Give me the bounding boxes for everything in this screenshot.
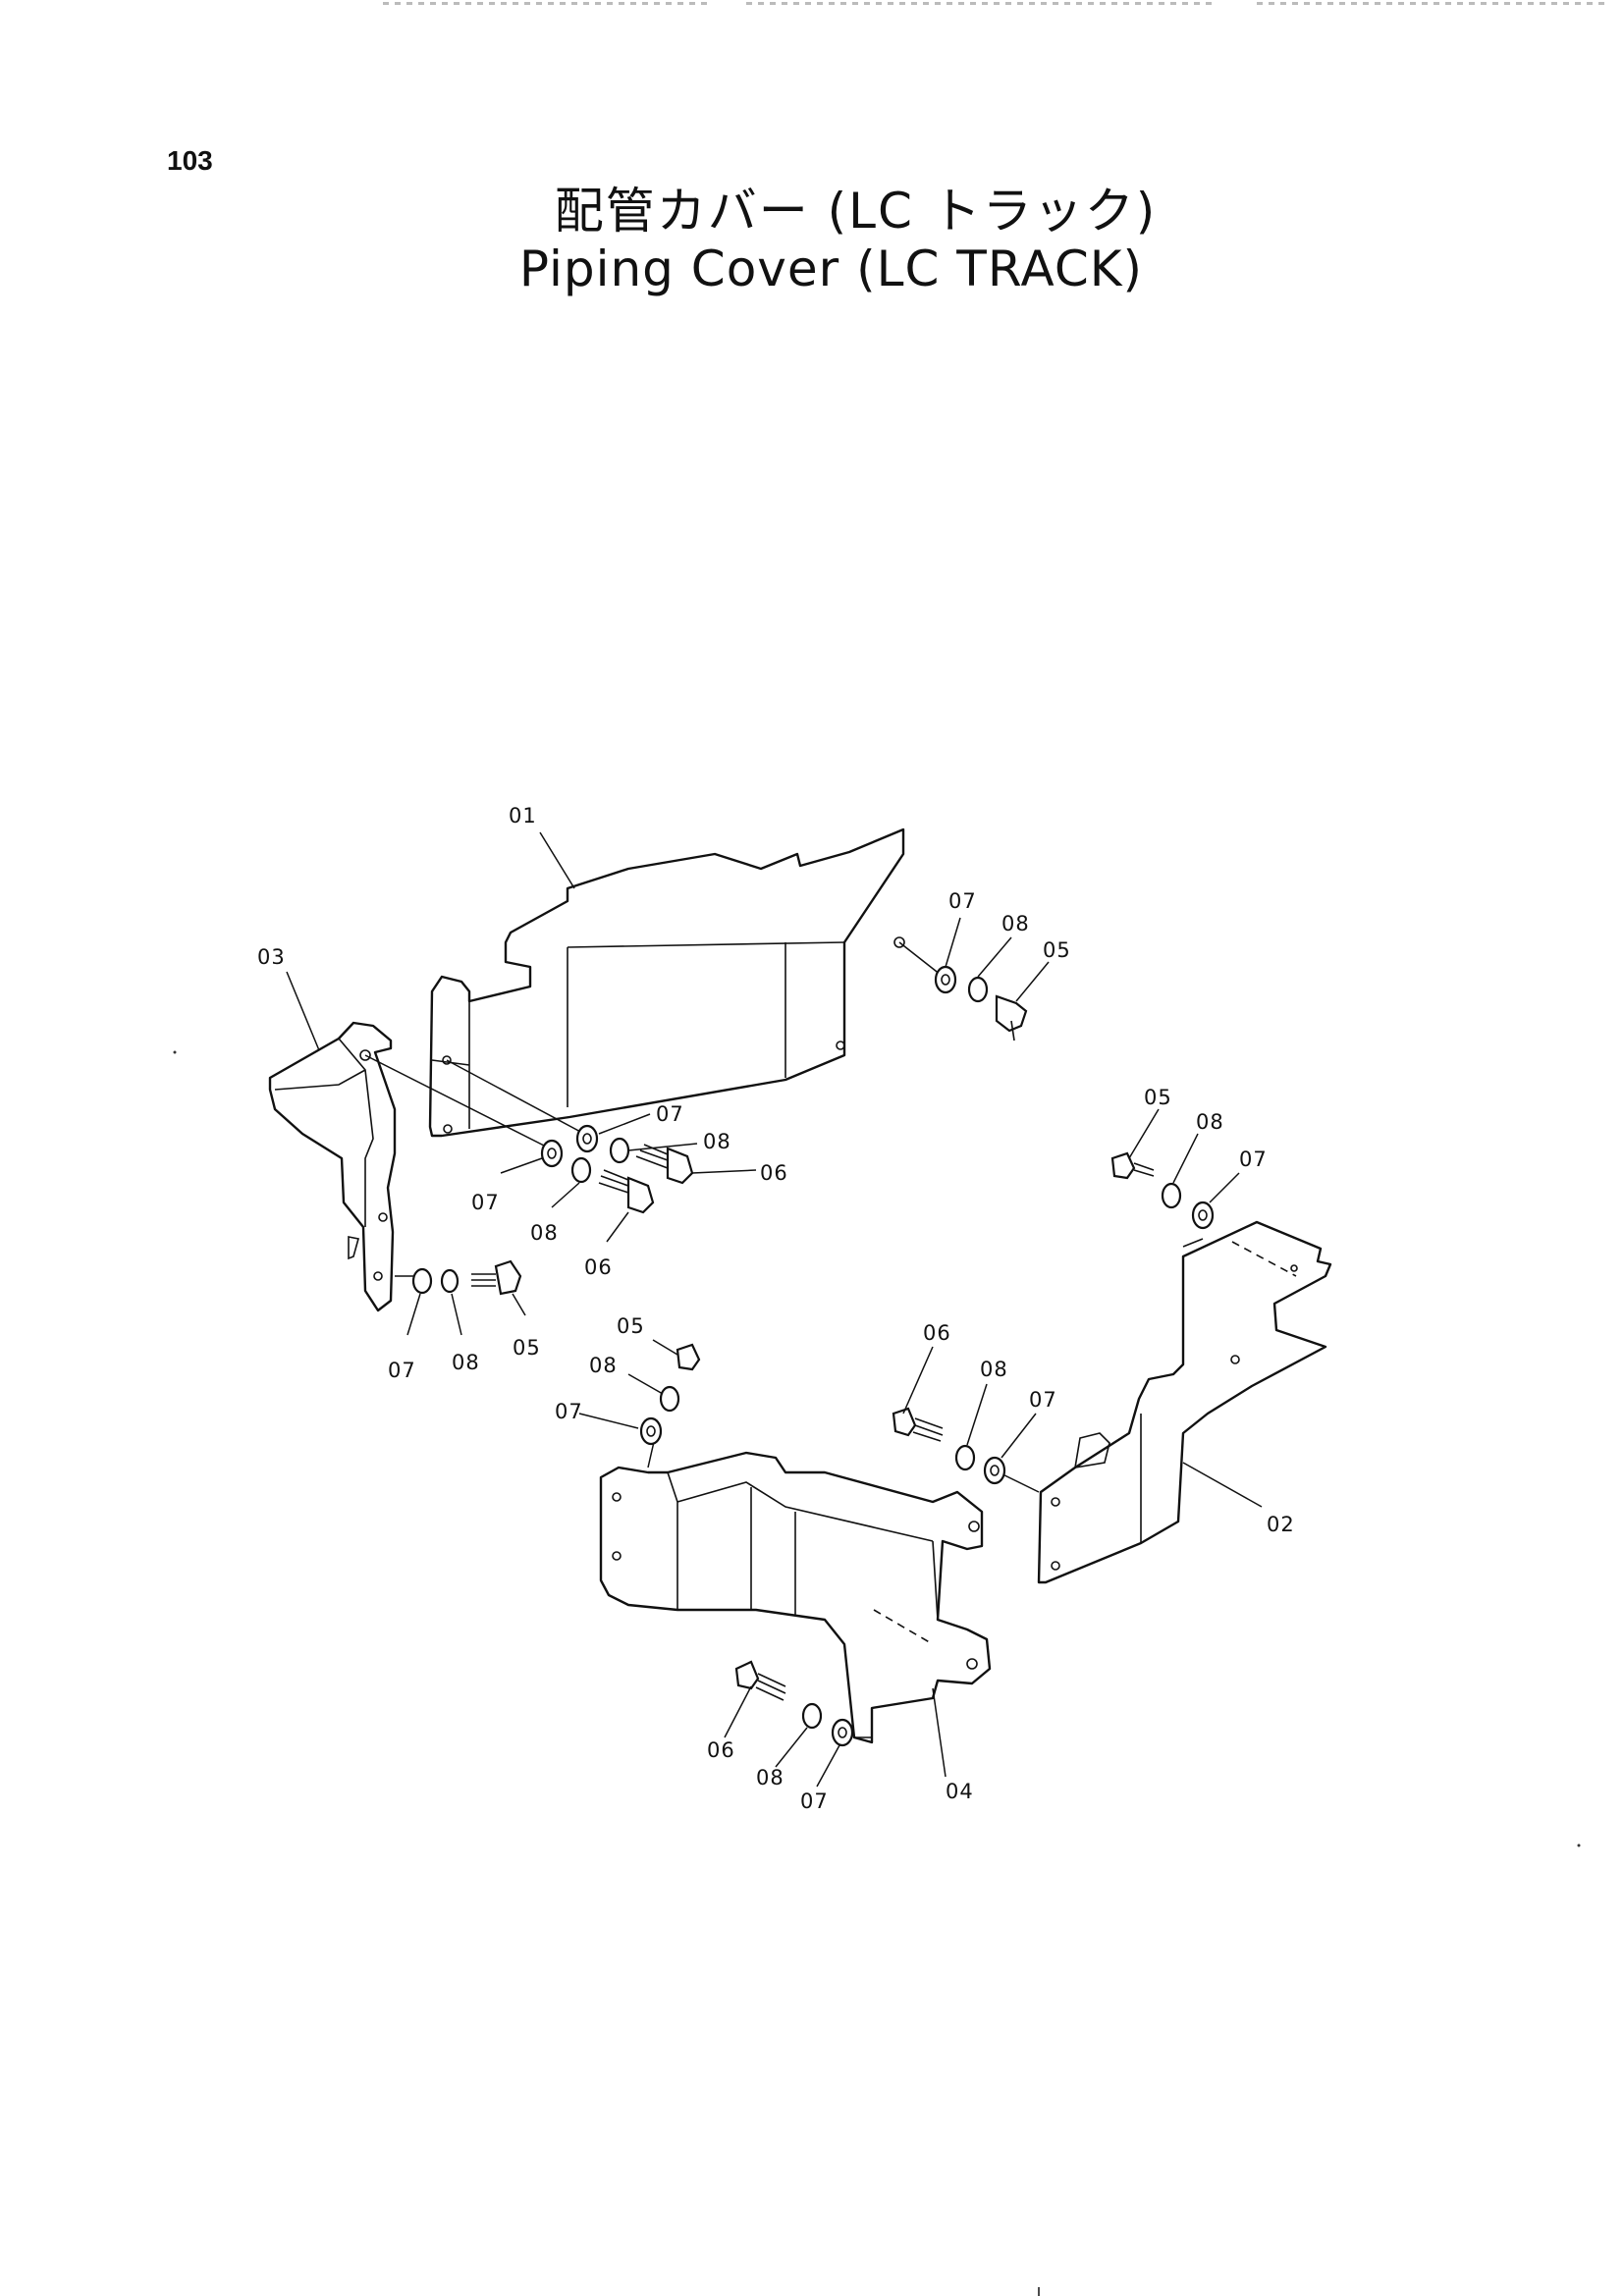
leader-lines — [286, 831, 1263, 1788]
hardware-group-e — [1110, 1151, 1215, 1230]
callout-07: 07 — [388, 1359, 416, 1382]
callout-06: 06 — [760, 1161, 788, 1185]
callout-04: 04 — [946, 1780, 974, 1803]
hardware-group-c — [540, 1139, 655, 1214]
callout-08: 08 — [1196, 1110, 1224, 1134]
callout-03: 03 — [257, 945, 286, 969]
callout-06: 06 — [584, 1255, 613, 1279]
callout-08: 08 — [530, 1221, 559, 1245]
scan-artifact — [746, 2, 1217, 5]
callout-08: 08 — [452, 1351, 480, 1374]
callout-07: 07 — [656, 1102, 684, 1126]
callout-07: 07 — [1029, 1388, 1057, 1412]
part-03-bracket-left — [268, 1021, 397, 1312]
title-japanese: 配管カバー (LC トラック) — [554, 183, 1158, 240]
callout-01: 01 — [509, 804, 537, 828]
hardware-group-g — [892, 1407, 1006, 1485]
part-04-bracket-lower — [599, 1451, 992, 1744]
callout-02: 02 — [1267, 1513, 1295, 1536]
callout-08: 08 — [1001, 912, 1030, 935]
hardware-group-a — [934, 965, 1028, 1041]
title-english: Piping Cover (LC TRACK) — [518, 240, 1144, 297]
hardware-group-f — [639, 1343, 701, 1446]
callout-08: 08 — [589, 1354, 618, 1377]
scan-artifact — [383, 2, 707, 5]
assembly-lines — [364, 941, 1204, 1738]
callout-labels: 01 03 07 08 05 07 08 06 07 08 06 07 08 0… — [257, 804, 1295, 1813]
callout-07: 07 — [555, 1400, 583, 1423]
callout-05: 05 — [1043, 938, 1071, 962]
hardware-group-b — [575, 1124, 694, 1185]
scan-artifact — [1257, 2, 1610, 5]
part-02-cover-right — [1037, 1220, 1332, 1584]
callout-06: 06 — [923, 1321, 951, 1345]
callout-08: 08 — [703, 1130, 731, 1153]
callout-07: 07 — [948, 889, 977, 913]
hardware-group-h — [734, 1660, 854, 1747]
callout-07: 07 — [800, 1789, 829, 1813]
callout-08: 08 — [980, 1358, 1008, 1381]
callout-05: 05 — [1144, 1086, 1172, 1109]
hardware-group-d — [411, 1259, 522, 1296]
callout-07: 07 — [1239, 1148, 1268, 1171]
part-01-cover-upper — [428, 828, 905, 1138]
callout-05: 05 — [513, 1336, 541, 1360]
callout-08: 08 — [756, 1766, 784, 1789]
callout-07: 07 — [471, 1191, 500, 1214]
callout-06: 06 — [707, 1738, 735, 1762]
page-number: 103 — [167, 145, 213, 176]
scan-specks — [173, 1050, 1581, 2296]
callout-05: 05 — [617, 1314, 645, 1338]
